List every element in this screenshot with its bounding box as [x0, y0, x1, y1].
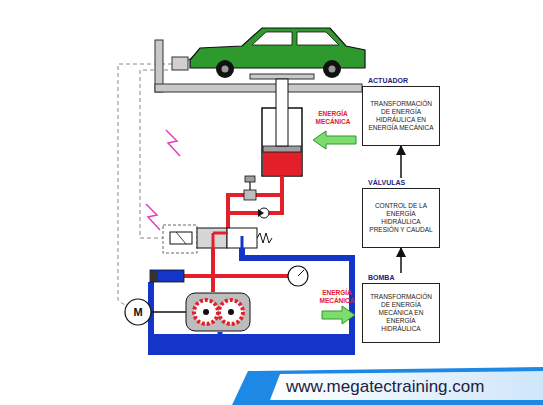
pump-housing [186, 293, 250, 331]
energy-arrow [322, 306, 355, 324]
valve-spring [257, 233, 272, 243]
cylinder-fluid [263, 151, 301, 175]
energy-label: ENERGÍA MECÁNICA [316, 289, 358, 305]
throttle-stem [249, 182, 250, 190]
solenoid-coil [170, 232, 192, 244]
pressure-line [183, 274, 288, 278]
process-box: ACTUADOR TRANSFORMACIÓN DE ENERGÍA HIDRÁU… [362, 76, 440, 146]
box-text: TRANSFORMACIÓN DE ENERGÍA HIDRÁULICA EN … [367, 100, 435, 132]
solenoid-housing [163, 225, 197, 253]
energy-label: ENERGÍA MECÁNICA [312, 110, 354, 126]
lift-beam [155, 84, 362, 92]
box-text: CONTROL DE LA ENERGÍA HIDRÁULICA PRESIÓN… [367, 202, 435, 234]
footer-panel [270, 371, 543, 400]
throttle-valve [244, 190, 256, 200]
motor-shaft [151, 311, 186, 313]
gear-shaft [203, 309, 209, 315]
car-hub [329, 66, 336, 73]
check-valve-seat [258, 209, 264, 217]
cylinder-piston [263, 146, 301, 152]
solenoid-mark [176, 232, 186, 244]
valve-channel [213, 232, 228, 235]
car-body [190, 28, 365, 68]
pressure-line [226, 213, 230, 229]
box-text: TRANSFORMACIÓN DE ENERGÍA MECÁNICA EN EN… [367, 293, 435, 333]
footer-band [232, 367, 543, 405]
check-valve [259, 208, 269, 218]
car-window [297, 32, 339, 45]
car-platform [250, 74, 314, 79]
signal-bolt [146, 204, 160, 230]
relief-valve-cap [150, 271, 158, 281]
piston-rod [276, 79, 288, 146]
valve-channel [212, 233, 215, 248]
box-frame: CONTROL DE LA ENERGÍA HIDRÁULICA PRESIÓN… [362, 188, 440, 248]
flow-arrow [400, 248, 402, 273]
box-frame: TRANSFORMACIÓN DE ENERGÍA HIDRÁULICA EN … [362, 86, 440, 146]
pump-gear [219, 300, 243, 324]
process-box: VÁLVULAS CONTROL DE LA ENERGÍA HIDRÁULICA… [362, 178, 440, 248]
box-frame: TRANSFORMACIÓN DE ENERGÍA MECÁNICA EN EN… [362, 283, 440, 343]
box-heading: ACTUADOR [362, 76, 440, 86]
box-heading: VÁLVULAS [362, 178, 440, 188]
car-window [252, 32, 292, 45]
gear-shaft [228, 309, 234, 315]
oil-tank [154, 334, 349, 350]
energy-arrow [313, 131, 356, 149]
pump-gear [194, 300, 218, 324]
signal-line [140, 70, 168, 238]
valve-channel [241, 236, 244, 248]
process-box: BOMBA TRANSFORMACIÓN DE ENERGÍA MECÁNICA … [362, 273, 440, 343]
gauge-needle [298, 270, 304, 276]
website-watermark: www.megatectraining.com [286, 376, 536, 398]
electric-motor [125, 299, 151, 325]
flow-arrow [400, 146, 402, 178]
valve-spool [197, 228, 227, 248]
car-hub [222, 66, 229, 73]
motor-symbol-label: M [128, 305, 148, 319]
valve-spool [227, 228, 257, 248]
relief-valve [150, 270, 184, 282]
throttle-knob [245, 176, 255, 182]
pressure-line [211, 248, 215, 292]
car-wheel [323, 60, 341, 78]
signal-bolt [166, 130, 180, 156]
car-wheel [216, 60, 234, 78]
suction-line [218, 332, 223, 350]
pressure-line [280, 176, 284, 195]
box-heading: BOMBA [362, 273, 440, 283]
limit-switch [172, 57, 188, 70]
pressure-gauge [288, 266, 308, 286]
